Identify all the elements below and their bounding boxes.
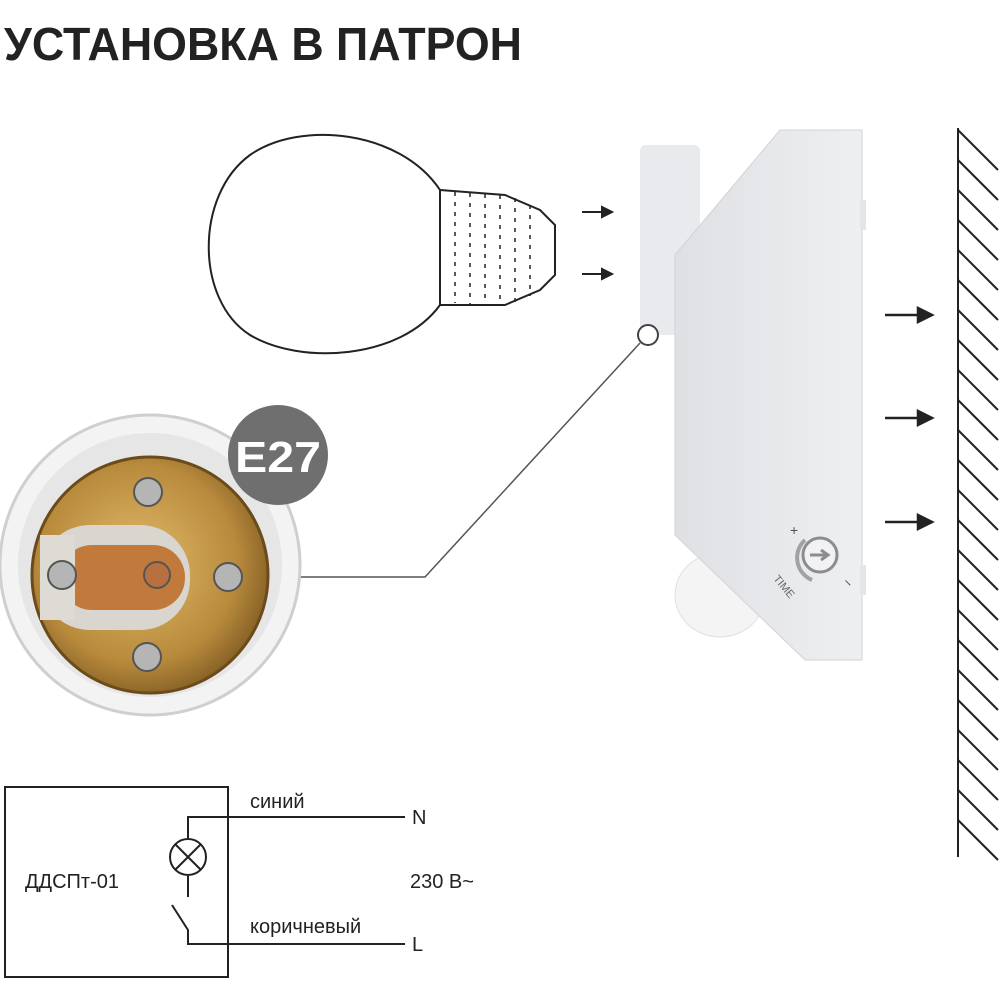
- hatch-line: [957, 669, 999, 711]
- hatch-line: [957, 249, 999, 291]
- hatch-line: [957, 789, 999, 831]
- hatch-line: [957, 159, 999, 201]
- motion-sensor-device: + − TIME: [640, 129, 866, 661]
- wall-hatching: [957, 128, 999, 861]
- hatch-line: [957, 609, 999, 651]
- hatch-line: [957, 759, 999, 801]
- voltage-label: 230 В~: [410, 871, 474, 893]
- light-bulb-illustration: [207, 133, 556, 355]
- terminal-n: N: [412, 807, 426, 829]
- dial-plus: +: [790, 522, 798, 538]
- hatch-line: [957, 219, 999, 261]
- hatch-line: [957, 489, 999, 531]
- svg-text:E27: E27: [235, 433, 321, 482]
- hatch-line: [957, 129, 999, 171]
- e27-badge: E27: [228, 405, 328, 505]
- wiring-diagram: [4, 786, 405, 978]
- hatch-line: [957, 579, 999, 621]
- hatch-line: [957, 549, 999, 591]
- hatch-line: [957, 339, 999, 381]
- wire-bottom-label: коричневый: [250, 916, 361, 938]
- hatch-line: [957, 399, 999, 441]
- hatch-line: [957, 309, 999, 351]
- insert-arrows: [582, 205, 615, 281]
- wiring-labels: ДДСПт-01 синий коричневый N L 230 В~: [25, 791, 474, 956]
- hatch-line: [957, 639, 999, 681]
- mount-arrows: [885, 305, 935, 532]
- hatch-line: [957, 519, 999, 561]
- hatch-line: [957, 819, 999, 861]
- socket-leader-line: [295, 324, 659, 578]
- hatch-line: [957, 189, 999, 231]
- page-title: УСТАНОВКА В ПАТРОН: [4, 18, 522, 70]
- hatch-line: [957, 699, 999, 741]
- hatch-line: [957, 459, 999, 501]
- wire-top-label: синий: [250, 791, 305, 813]
- device-name: ДДСПт-01: [25, 871, 119, 893]
- hatch-line: [957, 279, 999, 321]
- hatch-line: [957, 429, 999, 471]
- e27-socket-photo: [0, 413, 302, 717]
- hatch-line: [957, 369, 999, 411]
- hatch-line: [957, 729, 999, 771]
- terminal-l: L: [412, 934, 423, 956]
